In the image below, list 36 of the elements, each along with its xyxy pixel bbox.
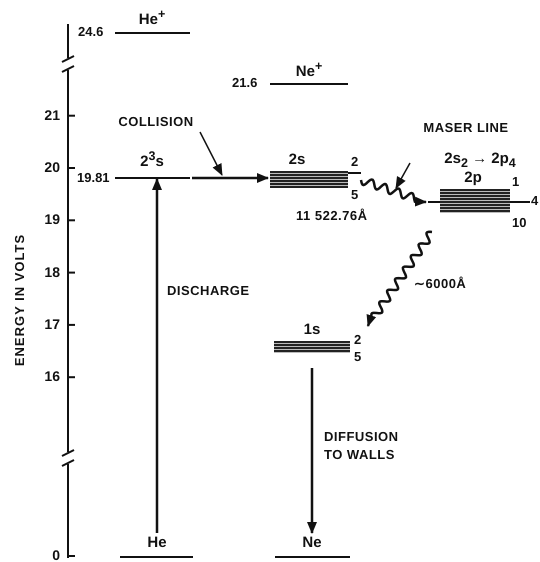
level-label: 1s bbox=[304, 322, 320, 338]
level-value: 19.81 bbox=[77, 171, 110, 186]
leader-arrow bbox=[199, 132, 223, 176]
tick-label: 21 bbox=[44, 108, 60, 124]
level-value: 1 bbox=[512, 175, 520, 190]
tick-label: 17 bbox=[44, 316, 60, 332]
transition-label: 2s$_{2}$ → 2p$_{4}$ bbox=[444, 151, 516, 171]
level-label: Ne bbox=[302, 535, 322, 552]
level-value: 5 bbox=[354, 350, 362, 364]
tick-label: 0 bbox=[52, 548, 60, 562]
level-value: 24.6 bbox=[78, 25, 104, 40]
annotation-text: MASER LINE bbox=[423, 121, 509, 136]
level-label: 2$^{3}$s bbox=[140, 150, 164, 170]
tick-label: 16 bbox=[44, 369, 60, 385]
level-label: Ne$^{+}$ bbox=[296, 60, 322, 80]
level-value: 4 bbox=[531, 194, 538, 208]
wavy-arrow bbox=[366, 230, 432, 327]
leader-arrow bbox=[395, 162, 411, 189]
level-value: 2 bbox=[354, 333, 362, 348]
level-label: He$^{+}$ bbox=[138, 8, 166, 28]
level-value: 10 bbox=[512, 216, 526, 230]
annotation-text: COLLISION bbox=[118, 115, 194, 130]
tick-label: 18 bbox=[44, 264, 60, 280]
tick-label: 19 bbox=[44, 212, 60, 228]
arrow bbox=[152, 178, 162, 533]
level-label: 2s bbox=[288, 152, 306, 168]
arrow bbox=[307, 368, 317, 534]
wavy-arrow bbox=[360, 178, 427, 207]
level-label: 2p bbox=[464, 170, 482, 186]
arrow bbox=[192, 173, 269, 183]
tick-label: 20 bbox=[44, 160, 60, 176]
axis-title: ENERGY IN VOLTS bbox=[12, 234, 28, 366]
level-label: He bbox=[147, 535, 167, 552]
level-value: 5 bbox=[351, 188, 358, 202]
level-value: 21.6 bbox=[232, 76, 258, 90]
level-value: 2 bbox=[351, 155, 358, 170]
